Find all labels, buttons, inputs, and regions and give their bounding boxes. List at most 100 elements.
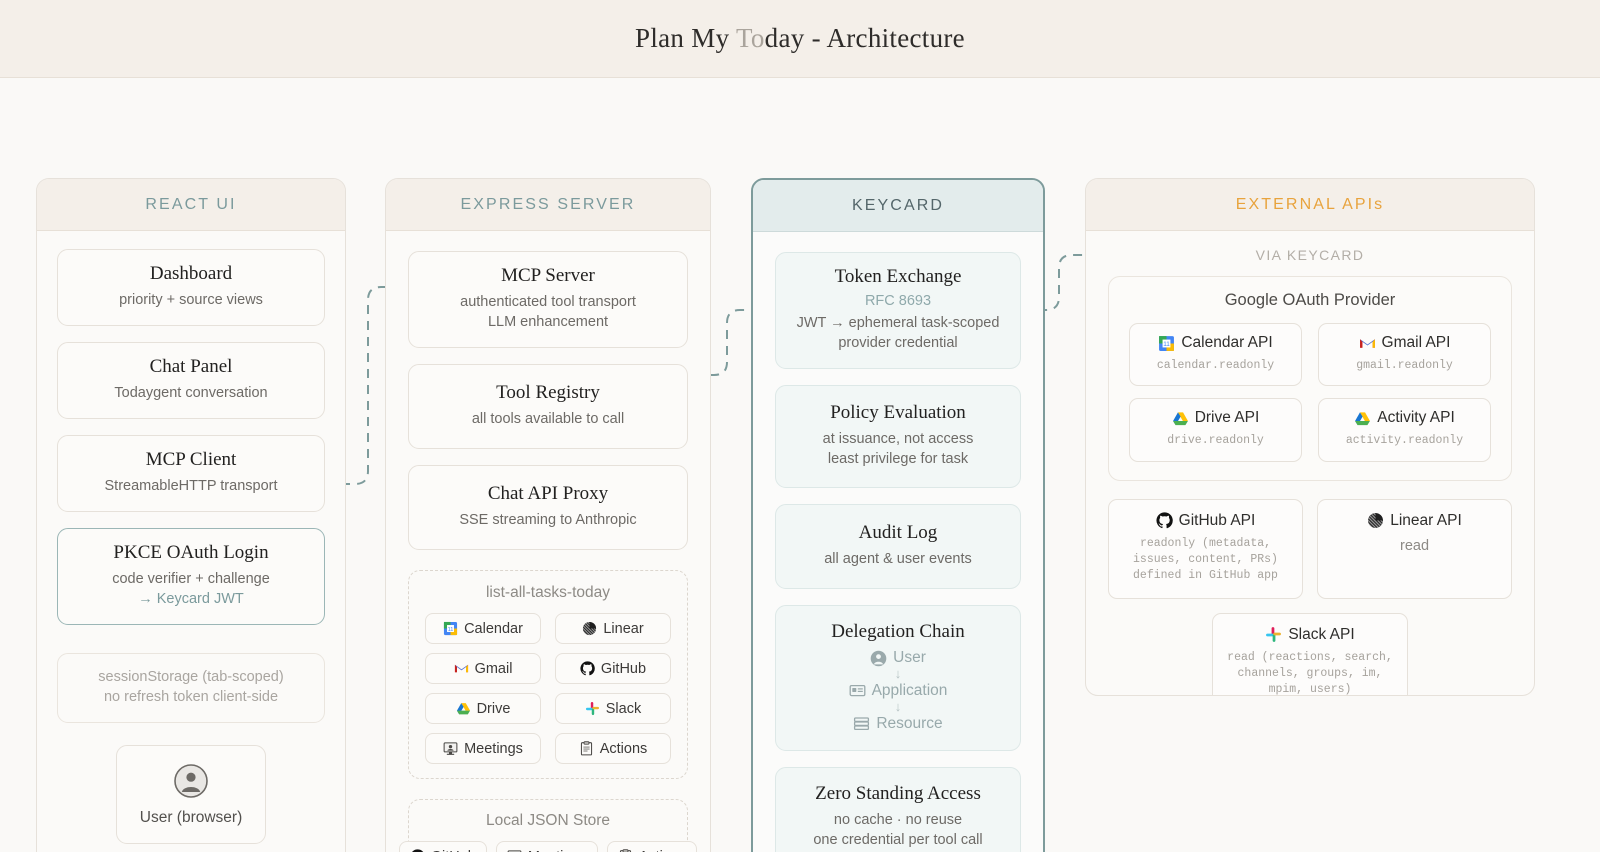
node-chat-api-proxy[interactable]: Chat API Proxy SSE streaming to Anthropi… xyxy=(408,465,688,550)
api-name: Slack API xyxy=(1288,625,1355,643)
api-name-row: Activity API xyxy=(1325,409,1484,427)
chain-step-user: User xyxy=(786,649,1010,667)
api-name: GitHub API xyxy=(1178,511,1256,529)
provider-title: Google OAuth Provider xyxy=(1224,291,1396,309)
node-subtitle: at issuance, not access xyxy=(822,431,974,447)
node-pkce-oauth-login[interactable]: PKCE OAuth Login code verifier + challen… xyxy=(57,528,325,625)
chain-label: Application xyxy=(871,681,948,699)
meetings-icon xyxy=(443,741,458,756)
api-scope: read xyxy=(1399,537,1430,554)
api-card-activity[interactable]: Activity API activity.readonly xyxy=(1318,398,1491,462)
chip-actions[interactable]: Actions xyxy=(555,733,671,764)
chip-store-meetings[interactable]: Meetings xyxy=(495,841,598,852)
node-title: Policy Evaluation xyxy=(830,402,966,423)
api-name-row: Linear API xyxy=(1328,512,1501,530)
chain-label: Resource xyxy=(876,714,943,732)
chip-label: Slack xyxy=(605,700,642,717)
panel-title-react-ui: REACT UI xyxy=(145,195,237,213)
chip-meetings[interactable]: Meetings xyxy=(425,733,541,764)
panel-react-ui: REACT UI Dashboard priority + source vie… xyxy=(36,178,346,852)
group-local-json-store: Local JSON Store GitHub Me xyxy=(398,799,698,852)
api-name: Activity API xyxy=(1377,409,1455,427)
node-policy-evaluation[interactable]: Policy Evaluation at issuance, not acces… xyxy=(775,385,1021,488)
node-subtitle: authenticated tool transport xyxy=(460,294,636,310)
node-token-exchange[interactable]: Token Exchange RFC 8693 JWT → ephemeral … xyxy=(775,252,1021,369)
api-card-github[interactable]: GitHub API readonly (metadata, issues, c… xyxy=(1108,498,1303,599)
api-name: Gmail API xyxy=(1381,334,1451,351)
user-label: User (browser) xyxy=(139,809,243,826)
node-zero-standing-access[interactable]: Zero Standing Access no cache · no reuse… xyxy=(775,766,1021,852)
github-icon xyxy=(1156,512,1173,529)
slack-icon xyxy=(1265,626,1282,643)
api-card-gmail[interactable]: Gmail API gmail.readonly xyxy=(1318,323,1491,387)
chip-github[interactable]: GitHub xyxy=(555,653,671,684)
node-session-storage: sessionStorage (tab-scoped) no refresh t… xyxy=(57,653,325,723)
page-title-prefix: Plan My xyxy=(635,23,736,53)
node-title: PKCE OAuth Login xyxy=(113,542,269,563)
panel-title-express-server: EXPRESS SERVER xyxy=(460,195,636,213)
chip-label: Gmail xyxy=(474,660,513,677)
node-subtitle: all agent & user events xyxy=(824,551,972,567)
node-delegation-chain[interactable]: Delegation Chain User ↓ xyxy=(775,605,1021,751)
chip-label: Drive xyxy=(476,700,511,717)
google-drive-icon xyxy=(456,701,471,716)
chip-calendar[interactable]: 11 Calendar xyxy=(425,613,541,644)
api-card-linear[interactable]: Linear API read xyxy=(1317,498,1512,599)
node-subtitle: Todaygent conversation xyxy=(114,385,268,401)
session-storage-line2: no refresh token client-side xyxy=(103,689,279,705)
node-title: MCP Client xyxy=(145,449,237,470)
api-card-calendar[interactable]: 11 Calendar API calendar.readonly xyxy=(1129,323,1302,387)
node-subtitle: code verifier + challenge xyxy=(112,571,270,587)
chain-arrow-1: ↓ xyxy=(894,666,902,681)
api-name-row: GitHub API xyxy=(1119,512,1292,530)
api-card-drive[interactable]: Drive API drive.readonly xyxy=(1129,398,1302,462)
user-avatar-icon xyxy=(174,764,208,798)
node-subtitle: JWT → ephemeral task-scoped xyxy=(796,315,1000,331)
group-list-all-tasks-today: list-all-tasks-today 11 Calendar xyxy=(408,570,688,779)
node-subtitle: no cache · no reuse xyxy=(833,811,963,828)
node-dashboard[interactable]: Dashboard priority + source views xyxy=(57,249,325,326)
chip-label: Calendar xyxy=(464,620,523,637)
panel-express-server: EXPRESS SERVER MCP Server authenticated … xyxy=(385,178,711,852)
node-user-browser[interactable]: User (browser) xyxy=(116,745,266,844)
chip-label: GitHub xyxy=(431,849,476,852)
node-chat-panel[interactable]: Chat Panel Todaygent conversation xyxy=(57,342,325,419)
api-name-row: Gmail API xyxy=(1325,334,1484,352)
slack-icon xyxy=(585,701,600,716)
chip-gmail[interactable]: Gmail xyxy=(425,653,541,684)
chip-label: Meetings xyxy=(464,740,523,757)
linear-icon xyxy=(582,621,597,636)
node-subtitle-2: one credential per tool call xyxy=(813,831,983,848)
api-scope: read (reactions, search, channels, group… xyxy=(1227,650,1393,696)
chip-store-github[interactable]: GitHub xyxy=(398,841,487,852)
panel-header-external-apis: EXTERNAL APIs xyxy=(1086,179,1534,231)
group-google-oauth-provider: Google OAuth Provider 11 Calendar API ca… xyxy=(1108,276,1512,481)
node-tool-registry[interactable]: Tool Registry all tools available to cal… xyxy=(408,364,688,449)
node-subtitle-2: LLM enhancement xyxy=(487,314,609,330)
api-name: Calendar API xyxy=(1181,334,1273,351)
api-scope: readonly (metadata, issues, content, PRs… xyxy=(1133,536,1278,583)
delegation-chain-steps: User ↓ Application ↓ xyxy=(786,649,1010,733)
node-audit-log[interactable]: Audit Log all agent & user events xyxy=(775,504,1021,589)
node-mcp-server[interactable]: MCP Server authenticated tool transport … xyxy=(408,251,688,348)
page-header: Plan My Today - Architecture xyxy=(0,0,1600,78)
api-name-row: Slack API xyxy=(1223,626,1397,644)
chip-label: Actions xyxy=(639,849,687,852)
node-title: Chat API Proxy xyxy=(487,483,609,504)
node-subtitle: StreamableHTTP transport xyxy=(104,478,278,494)
chip-store-actions[interactable]: Actions xyxy=(606,841,698,852)
group-title: list-all-tasks-today xyxy=(485,584,611,601)
node-subtitle-2: provider credential xyxy=(838,335,958,351)
chip-drive[interactable]: Drive xyxy=(425,693,541,724)
panel-body-external-apis: VIA KEYCARD Google OAuth Provider 11 Cal… xyxy=(1086,231,1534,696)
svg-text:11: 11 xyxy=(448,627,454,633)
api-card-slack[interactable]: Slack API read (reactions, search, chann… xyxy=(1212,612,1408,696)
chip-linear[interactable]: Linear xyxy=(555,613,671,644)
via-keycard-label: VIA KEYCARD xyxy=(1255,247,1365,263)
node-title: Chat Panel xyxy=(149,356,233,377)
store-chip-row: GitHub Meetings Actions xyxy=(398,841,698,852)
node-mcp-client[interactable]: MCP Client StreamableHTTP transport xyxy=(57,435,325,512)
node-subtitle: all tools available to call xyxy=(471,411,625,427)
chip-slack[interactable]: Slack xyxy=(555,693,671,724)
page-title-suffix: day - Architecture xyxy=(764,23,965,53)
